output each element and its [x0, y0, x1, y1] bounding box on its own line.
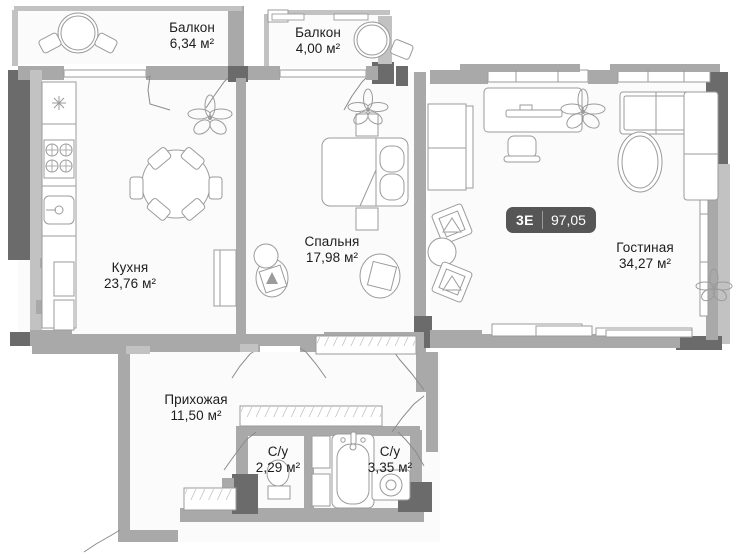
bedroom-furniture	[253, 103, 474, 298]
door-swings	[83, 75, 425, 553]
hallway-storage	[183, 335, 417, 511]
plant-icon	[347, 88, 389, 125]
misc-details	[53, 261, 258, 354]
unit-total-area: 97,05	[550, 212, 586, 228]
unit-code: 3E	[516, 212, 534, 228]
dining-set	[129, 147, 223, 221]
living-seating-left	[359, 203, 473, 303]
unit-badge[interactable]: 3E 97,05	[506, 207, 596, 233]
living-room-furniture	[483, 87, 719, 338]
bathroom-fixtures	[266, 431, 411, 509]
plant-icon	[560, 88, 733, 302]
balcony-furniture	[38, 12, 414, 60]
interior-walls	[12, 6, 720, 542]
plant-icon	[187, 94, 233, 135]
kitchen-cabinet	[213, 249, 237, 307]
badge-divider	[541, 211, 543, 229]
